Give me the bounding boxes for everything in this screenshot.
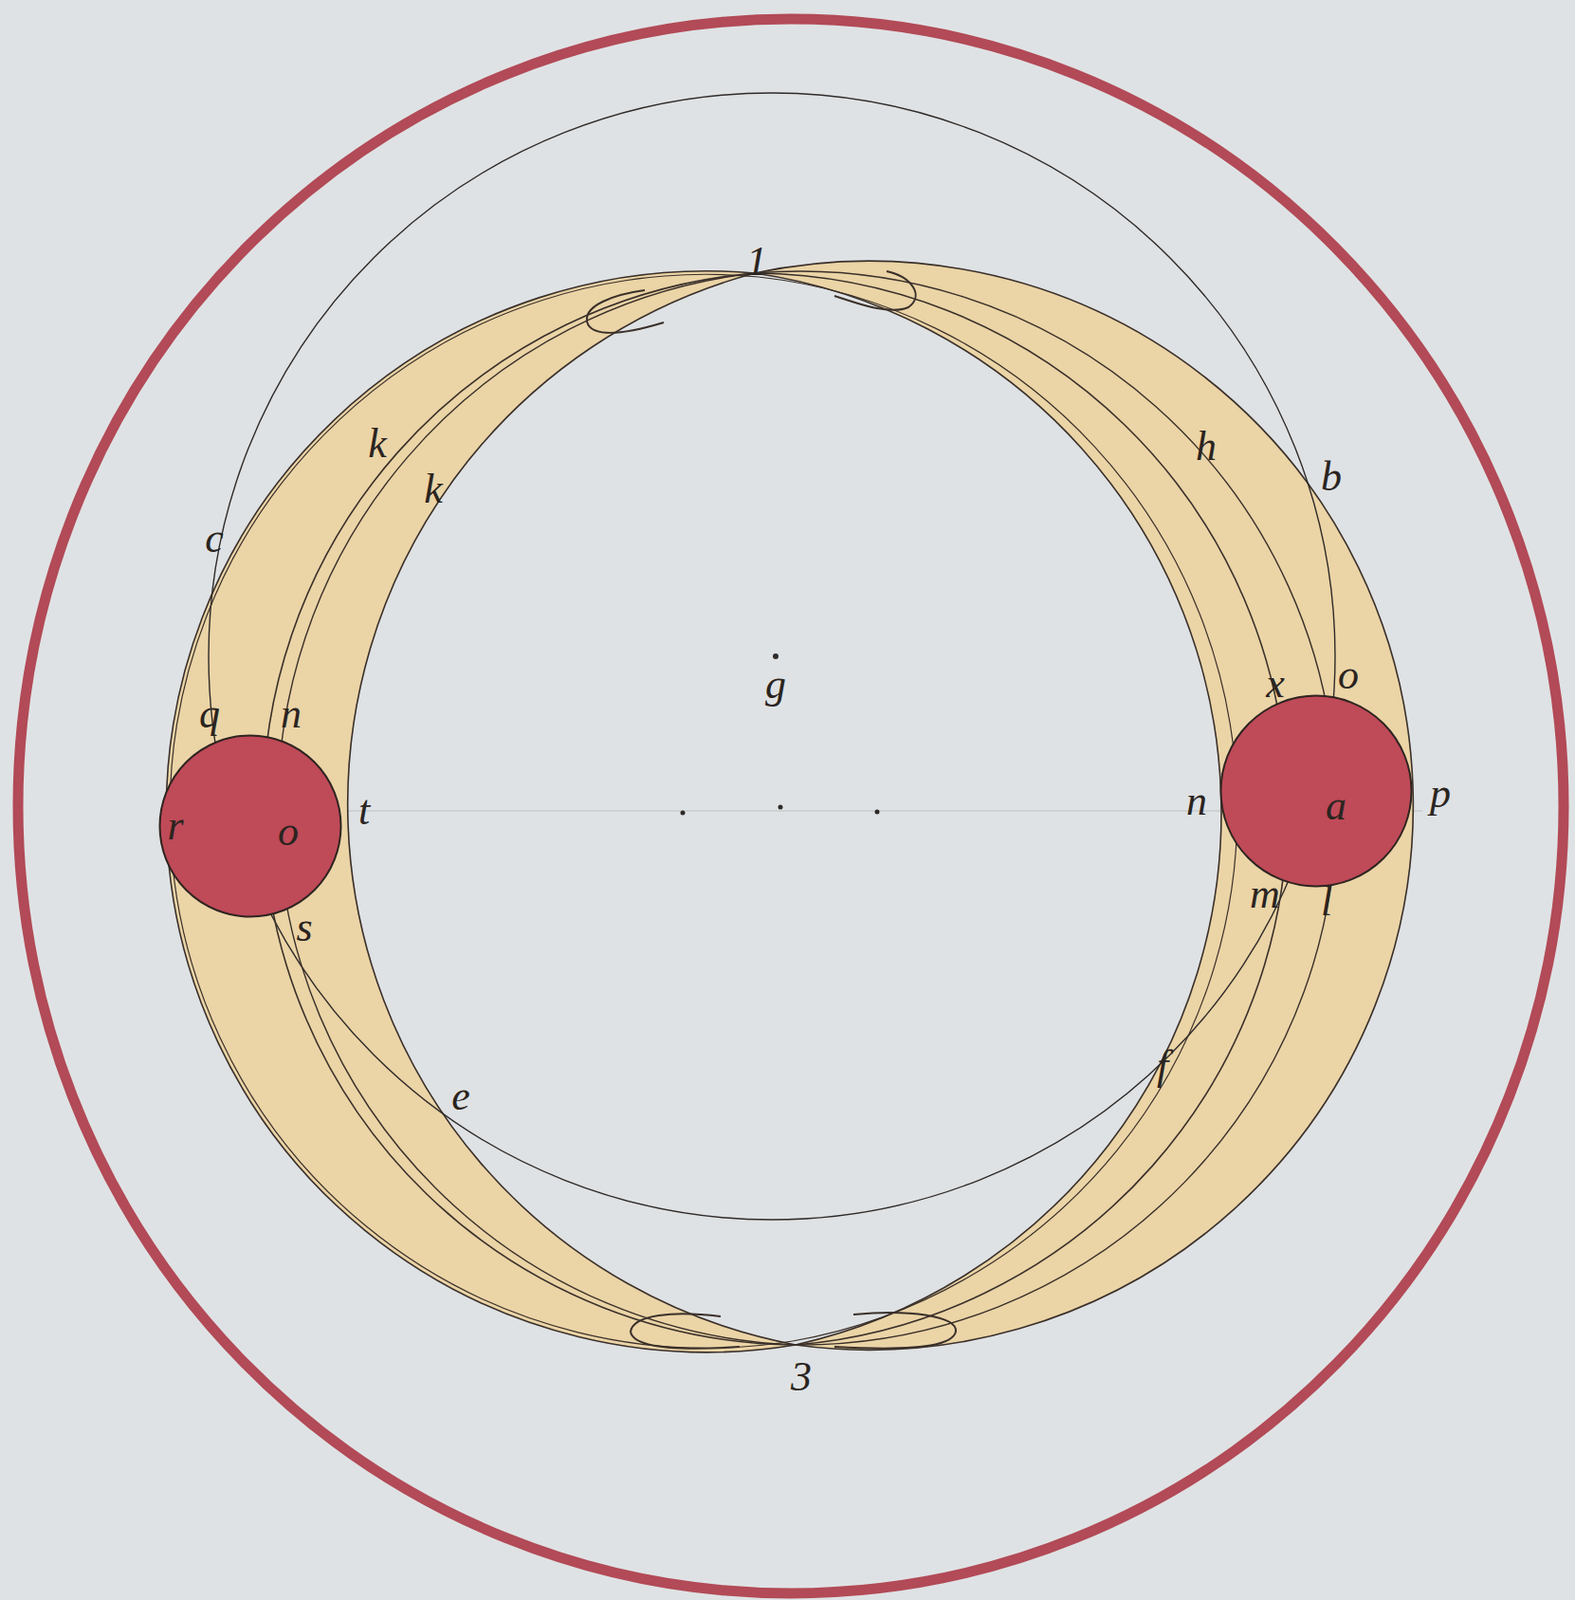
point-letter: m (1249, 873, 1281, 916)
point-letter: o (277, 810, 299, 853)
point-letter: b (1320, 456, 1342, 498)
point-letter: t (358, 789, 370, 832)
path-curve (754, 273, 1288, 1345)
point-letter: k (423, 468, 443, 511)
loop (586, 290, 664, 333)
point-letter: s (295, 906, 312, 949)
disc-outline (1219, 694, 1413, 888)
point-letter: q (199, 693, 220, 735)
outer-sphere (18, 18, 1564, 1594)
loop (834, 271, 916, 311)
path-curve (277, 273, 796, 1345)
path-curve (758, 276, 1238, 1341)
point-letter: x (1265, 662, 1285, 705)
point-letter: n (280, 693, 302, 735)
point-letter: r (166, 805, 184, 847)
dot (875, 809, 880, 815)
point-letter: 3 (790, 1355, 812, 1398)
loop (630, 1313, 740, 1348)
point-letter: h (1195, 425, 1217, 468)
point-letter: f (1156, 1044, 1169, 1087)
path-curve (262, 273, 796, 1345)
thin-circle (208, 92, 1336, 1220)
dot (680, 810, 686, 816)
point-letter: k (367, 422, 387, 465)
loop (834, 1312, 956, 1349)
planet-disc: o (158, 733, 343, 918)
point-letter: c (204, 517, 224, 560)
right-lune (754, 260, 1413, 1350)
point-letter: o (1337, 654, 1359, 696)
disc-outline (158, 733, 343, 918)
dot (778, 805, 784, 810)
point-letter: g (765, 663, 787, 706)
point-letter: p (1429, 772, 1451, 815)
point-letter: n (1186, 780, 1208, 823)
point-letter: e (451, 1075, 471, 1118)
point-letter: a (1325, 785, 1347, 827)
planet-disc: a (1219, 694, 1413, 888)
center-dot (772, 653, 779, 660)
point-letter: l (1320, 880, 1333, 923)
point-letter: 1 (746, 240, 768, 283)
